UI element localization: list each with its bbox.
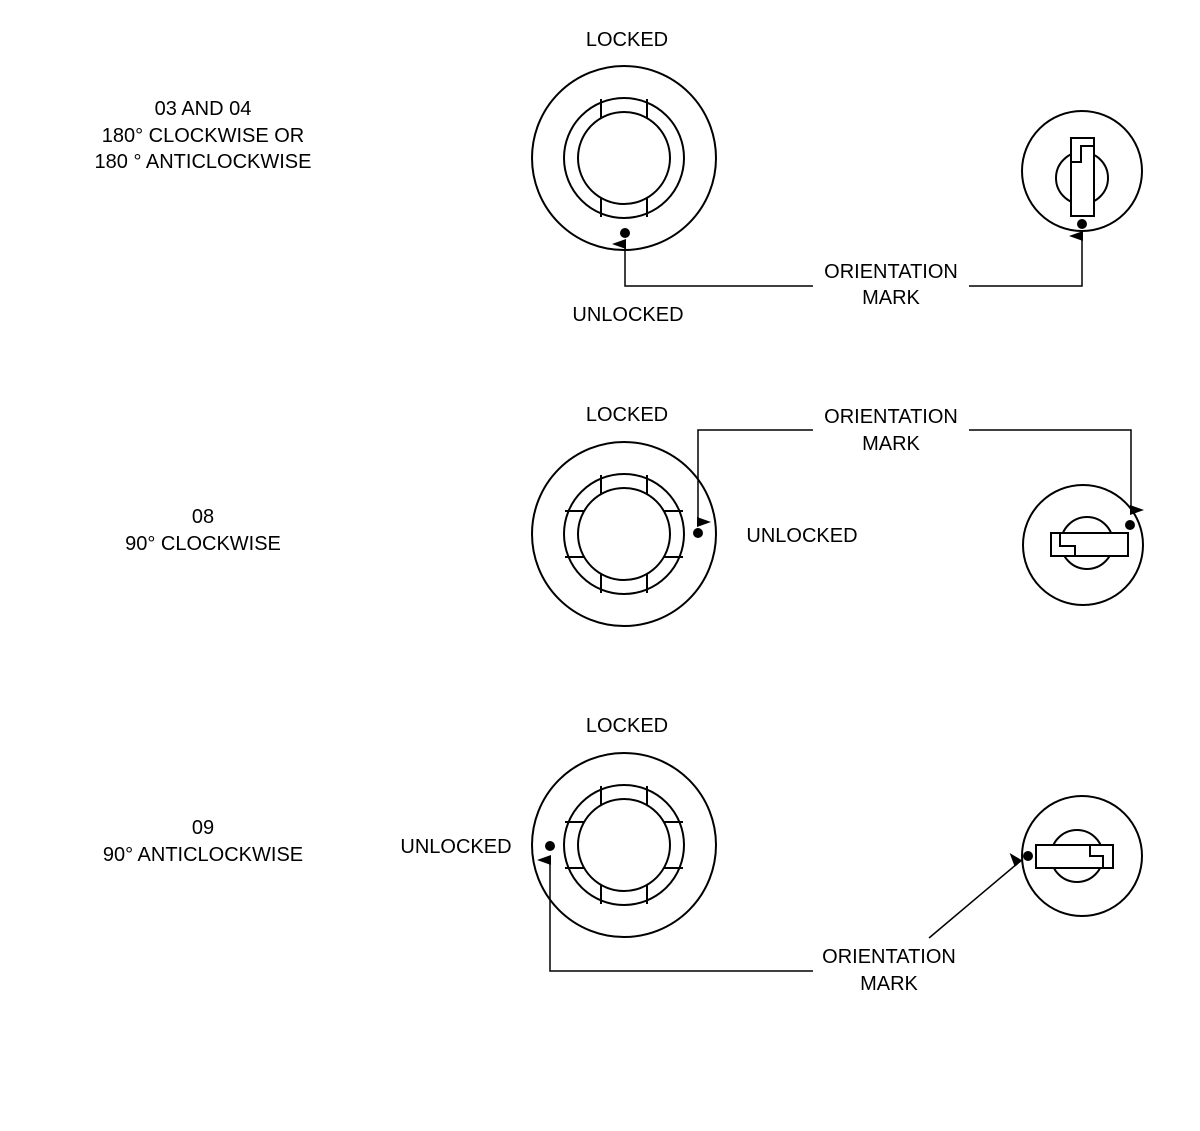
orientation-leader-right [928,853,1023,939]
unlocked-position-dot [693,528,703,538]
unlocked-label: UNLOCKED [746,525,857,547]
orientation-label-line2: MARK [860,973,918,995]
orientation-label-line1: ORIENTATION [822,946,956,968]
row-title-line2: 180° CLOCKWISE OR [102,125,305,147]
unlocked-label: UNLOCKED [572,304,683,326]
orientation-label-line1: ORIENTATION [824,406,958,428]
orientation-leader-left [697,429,813,527]
row-title-line2: 90° CLOCKWISE [125,533,281,555]
key-orientation-dot [1077,219,1087,229]
row-08: 08 90° CLOCKWISE LOCKED UNLOCKED ORIENTA… [125,404,1144,627]
key-orientation-dot [1023,851,1033,861]
row-title-line1: 09 [192,817,214,839]
key-face [1021,110,1143,232]
key-orientation-dot [1125,520,1135,530]
unlocked-position-dot [545,841,555,851]
lock-face [531,752,717,938]
locked-label: LOCKED [586,404,668,426]
locked-label: LOCKED [586,715,668,737]
unlocked-position-dot [620,228,630,238]
orientation-leader-right [969,231,1083,287]
key-face [1021,795,1143,917]
unlocked-label: UNLOCKED [400,836,511,858]
orientation-leader-right [969,429,1144,515]
key-face [1022,484,1144,606]
row-title-line1: 03 AND 04 [155,98,252,120]
locked-label: LOCKED [586,29,668,51]
row-03-04: 03 AND 04 180° CLOCKWISE OR 180 ° ANTICL… [95,29,1143,326]
row-09: 09 90° ANTICLOCKWISE LOCKED UNLOCKED ORI… [103,715,1143,995]
row-title-line3: 180 ° ANTICLOCKWISE [95,151,312,173]
orientation-label-line1: ORIENTATION [824,261,958,283]
lock-face [531,441,717,627]
lock-face [531,65,717,251]
orientation-leader-left [537,855,813,972]
orientation-label-line2: MARK [862,433,920,455]
row-title-line1: 08 [192,506,214,528]
row-title-line2: 90° ANTICLOCKWISE [103,844,303,866]
orientation-label-line2: MARK [862,287,920,309]
orientation-leader-left [612,239,813,287]
